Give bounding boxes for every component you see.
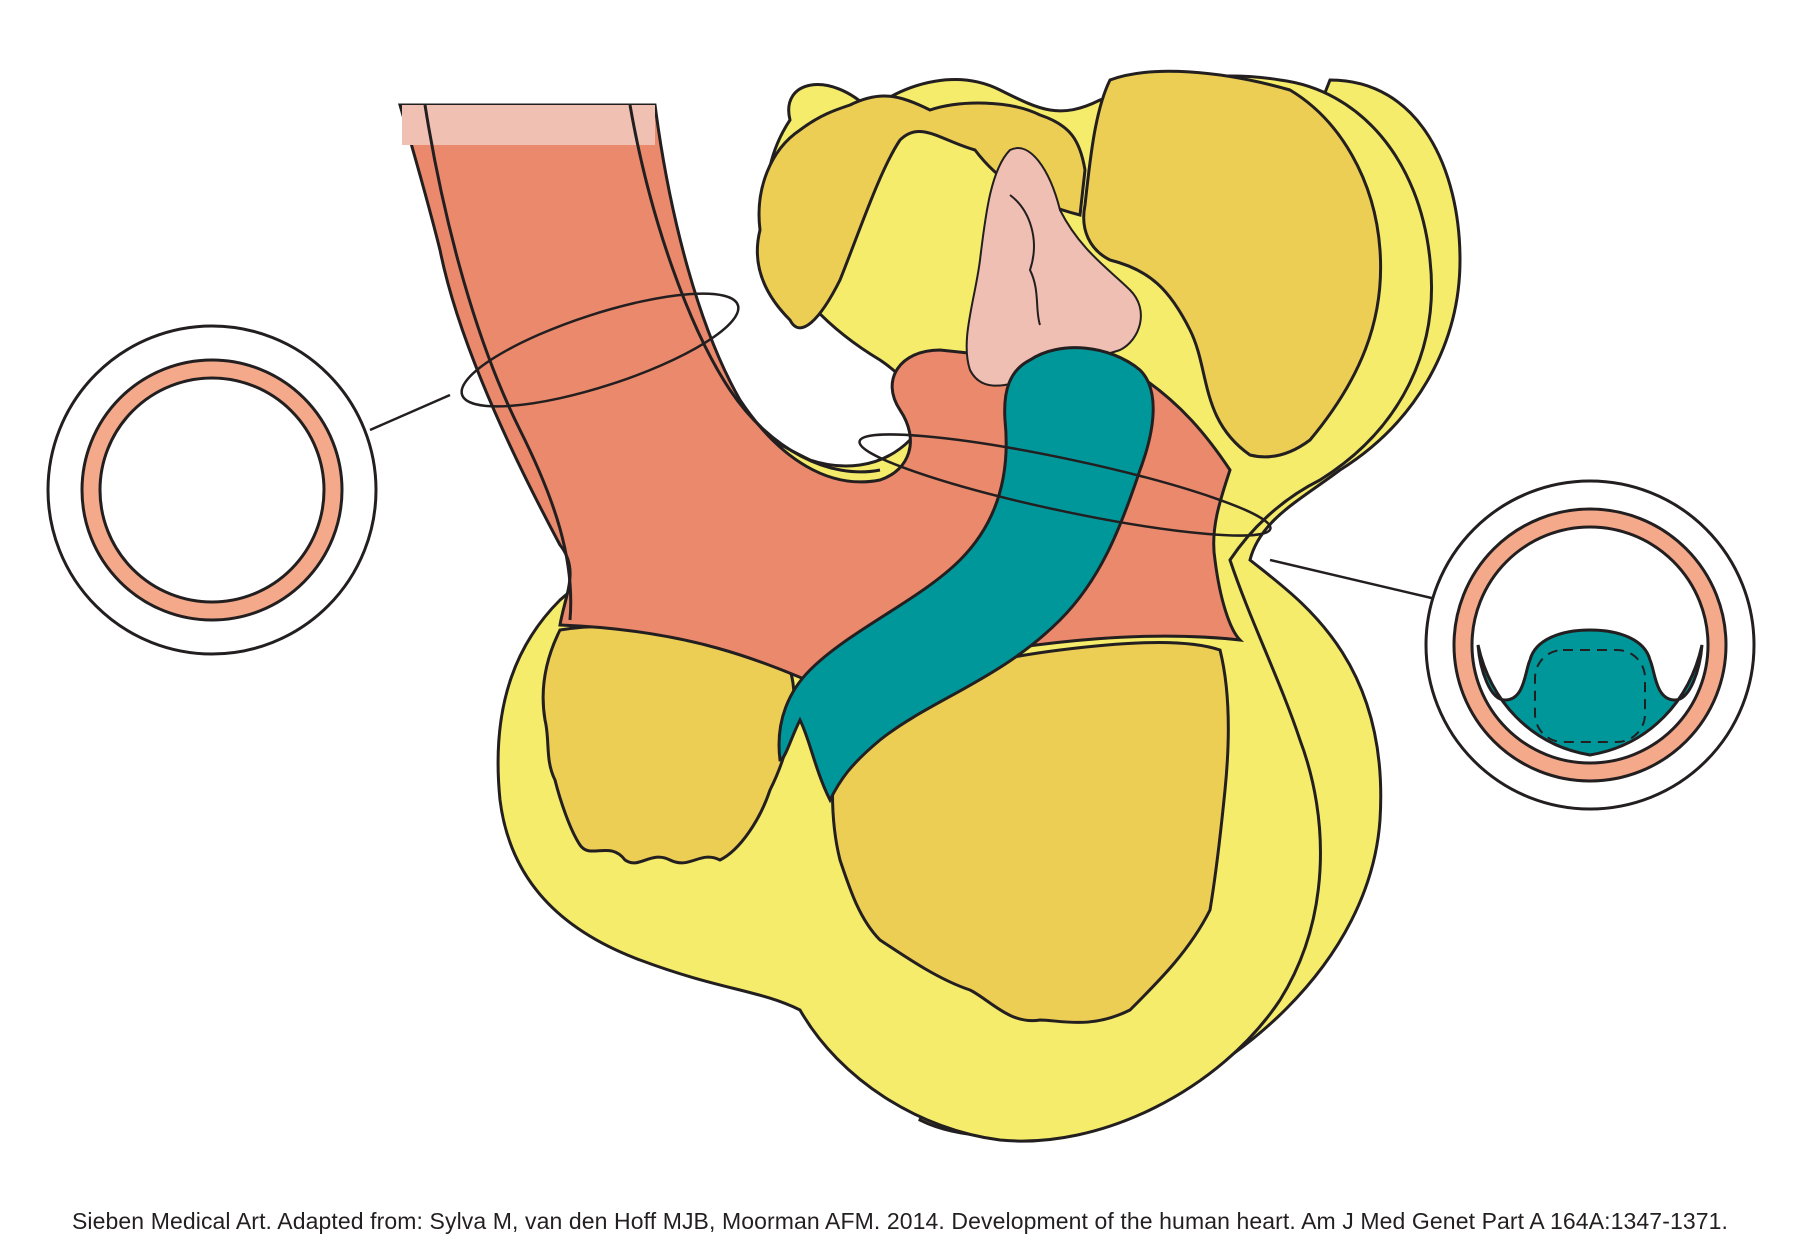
cushion-crease [1009,194,1041,326]
left-section-ring [460,292,740,408]
right-atrium-myocardium [1082,69,1383,459]
vessel-wall-left [423,104,573,621]
right-cross-section-inset [1424,479,1756,811]
left-cross-section-inset [46,324,378,656]
right-leader-line [1269,558,1441,602]
right-ventricle-myocardium [831,641,1230,1024]
vessel-lumen-top [402,105,655,145]
vessel-wall-right [628,104,881,474]
teal-cushion [777,346,1155,804]
right-section-ring [858,433,1272,537]
left-leader-line [369,393,451,432]
right-inset-dashed-outline [1534,649,1646,743]
right-inset-teal-cushion [1476,628,1704,757]
figure-caption: Sieben Medical Art. Adapted from: Sylva … [71,1208,1729,1234]
left-atrium-myocardium [755,94,1087,330]
